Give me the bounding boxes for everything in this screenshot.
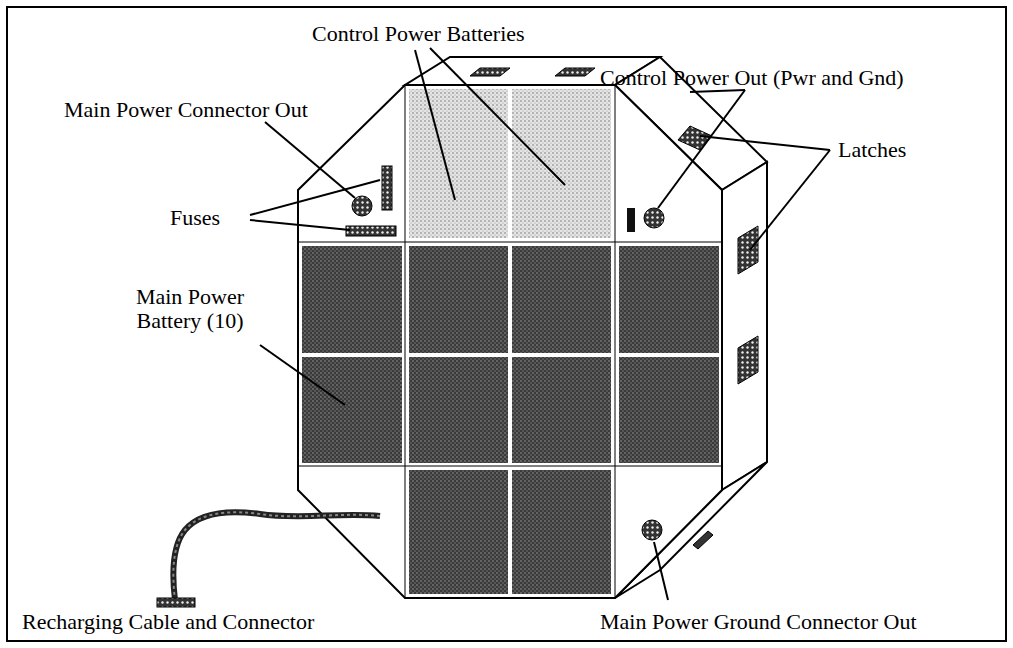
callout-label: Fuses <box>170 206 220 230</box>
callout-label: Control Power Batteries <box>312 22 525 46</box>
callout-label: Main Power Ground Connector Out <box>600 610 917 634</box>
callout-label: Control Power Out (Pwr and Gnd) <box>600 66 904 90</box>
callout-label: Latches <box>838 138 906 162</box>
callout-label: Main Power Connector Out <box>64 98 308 122</box>
callout-label: Main Power Battery (10) <box>120 285 260 333</box>
callout-label: Recharging Cable and Connector <box>22 610 314 634</box>
